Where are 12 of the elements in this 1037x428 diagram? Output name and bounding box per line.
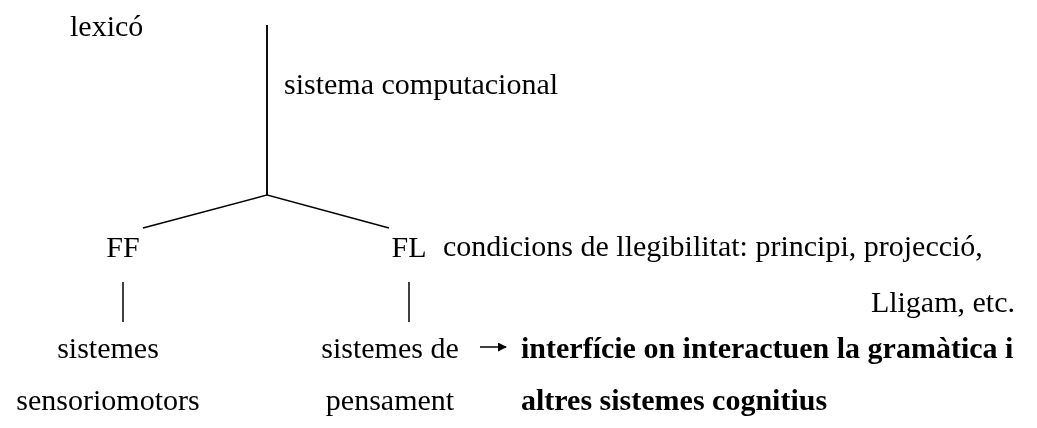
- connector-line: [122, 281, 124, 323]
- node-label: sistemes de pensament: [300, 322, 480, 426]
- text-label: sistema computacional: [284, 66, 559, 102]
- node-label: FL: [389, 228, 429, 265]
- node-label: FF: [103, 228, 143, 265]
- connector-line: [408, 281, 410, 323]
- note-text: condicions de llegibilitat: principi, projecció, Lligam, etc.: [443, 228, 1015, 320]
- node-label: interfície on interactuen la gramàtica i altres sistemes cognitius: [506, 322, 1032, 426]
- arrow: [479, 342, 507, 352]
- text-label: lexicó: [70, 8, 144, 44]
- connector-line: [266, 24, 390, 229]
- node-label: sistemes sensoriomotors: [8, 322, 208, 426]
